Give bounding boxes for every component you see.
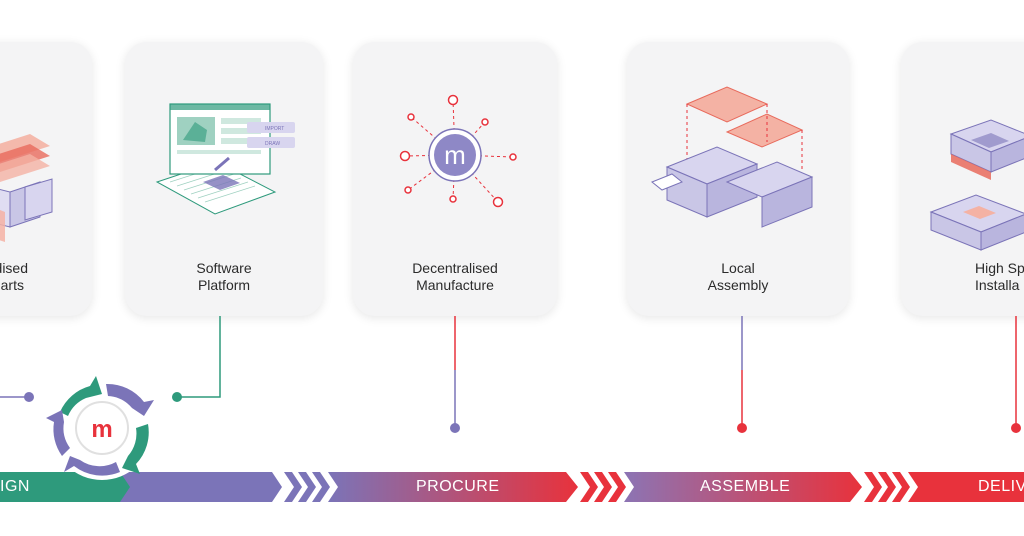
stage-design-label: IGN — [0, 478, 30, 495]
deliver-band — [908, 472, 1024, 502]
connector-assembly — [737, 316, 747, 433]
card-standardised-parts: dised Parts — [0, 42, 92, 316]
stage-deliver-label: DELIV — [978, 478, 1024, 495]
card-label: Software Platform — [196, 260, 252, 293]
connector-software — [172, 316, 221, 402]
card-local-assembly: Local Assembly — [627, 42, 849, 316]
card-software-platform: IMPORT DRAW Software Platform — [125, 42, 323, 316]
import-tag-label: IMPORT — [265, 126, 284, 132]
connector-manufacture — [450, 316, 460, 433]
draw-tag-label: DRAW — [265, 141, 280, 147]
stage-assemble-label: ASSEMBLE — [700, 478, 791, 495]
card-label: dised Parts — [0, 260, 28, 293]
card-label: High Sp Installa — [975, 260, 1024, 293]
stage-procure-label: PROCURE — [416, 478, 500, 495]
chevrons-1 — [284, 472, 330, 502]
chevrons-3 — [864, 472, 910, 502]
connector-installation — [1011, 316, 1021, 433]
logo-letter: m — [444, 140, 466, 170]
card-decentralised-manufacture: m Decentralised Manufacture — [353, 42, 557, 316]
card-label: Local Assembly — [707, 260, 769, 293]
decentralised-network-illustration: m — [399, 94, 517, 208]
chevrons-2 — [580, 472, 626, 502]
card-high-speed-installation: High Sp Installa — [901, 42, 1024, 316]
design-tail-band — [120, 472, 282, 502]
cycle-arrows — [46, 376, 154, 476]
connector-parts — [0, 392, 34, 402]
logo-letter: m — [91, 416, 112, 443]
local-assembly-illustration — [651, 86, 814, 228]
procure-band — [328, 472, 578, 502]
design-cycle-logo: m — [46, 376, 154, 480]
software-platform-illustration: IMPORT DRAW — [155, 103, 295, 215]
card-label: Decentralised Manufacture — [412, 260, 498, 293]
building-blocks-illustration — [929, 119, 1024, 251]
layered-parts-illustration — [0, 134, 53, 242]
assemble-band — [624, 472, 862, 502]
